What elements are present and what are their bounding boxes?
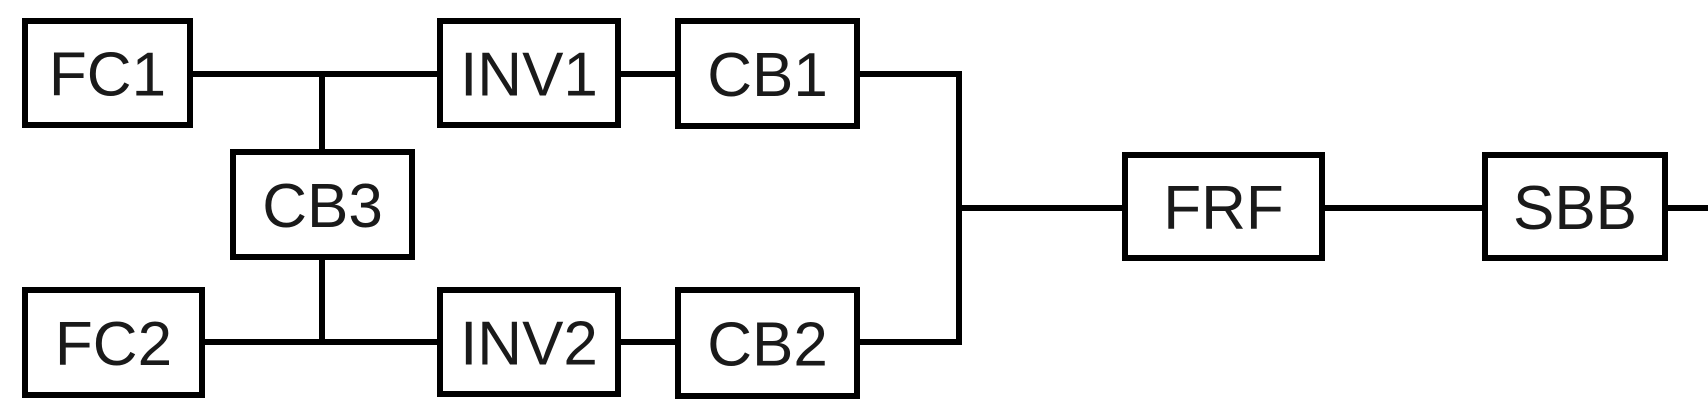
block-label-fc1: FC1 (49, 41, 166, 110)
block-outline-sbb (1482, 152, 1668, 261)
block-label-inv1: INV1 (460, 41, 598, 110)
block-label-cb3: CB3 (262, 172, 383, 241)
block-label-sbb: SBB (1513, 174, 1637, 243)
block-inv1[interactable]: INV1 (437, 18, 621, 128)
block-fc2[interactable]: FC2 (22, 287, 205, 398)
block-outline-inv2 (437, 287, 621, 397)
block-outline-fc2 (22, 287, 205, 398)
block-cb3[interactable]: CB3 (230, 149, 415, 260)
block-label-cb1: CB1 (707, 41, 828, 110)
block-label-inv2: INV2 (460, 310, 598, 379)
block-sbb[interactable]: SBB (1482, 152, 1668, 261)
block-cb1[interactable]: CB1 (675, 18, 860, 129)
block-outline-cb2 (675, 287, 860, 399)
block-fc1[interactable]: FC1 (22, 18, 193, 128)
block-frf[interactable]: FRF (1122, 152, 1325, 261)
block-cb2[interactable]: CB2 (675, 287, 860, 399)
block-label-frf: FRF (1163, 174, 1284, 243)
block-outline-inv1 (437, 18, 621, 128)
wire-layer (190, 71, 1708, 345)
block-outline-cb1 (675, 18, 860, 129)
block-label-cb2: CB2 (707, 311, 828, 380)
block-outline-fc1 (22, 18, 193, 128)
block-outline-cb3 (230, 149, 415, 260)
block-outline-frf (1122, 152, 1325, 261)
block-label-fc2: FC2 (55, 310, 172, 379)
block-inv2[interactable]: INV2 (437, 287, 621, 397)
